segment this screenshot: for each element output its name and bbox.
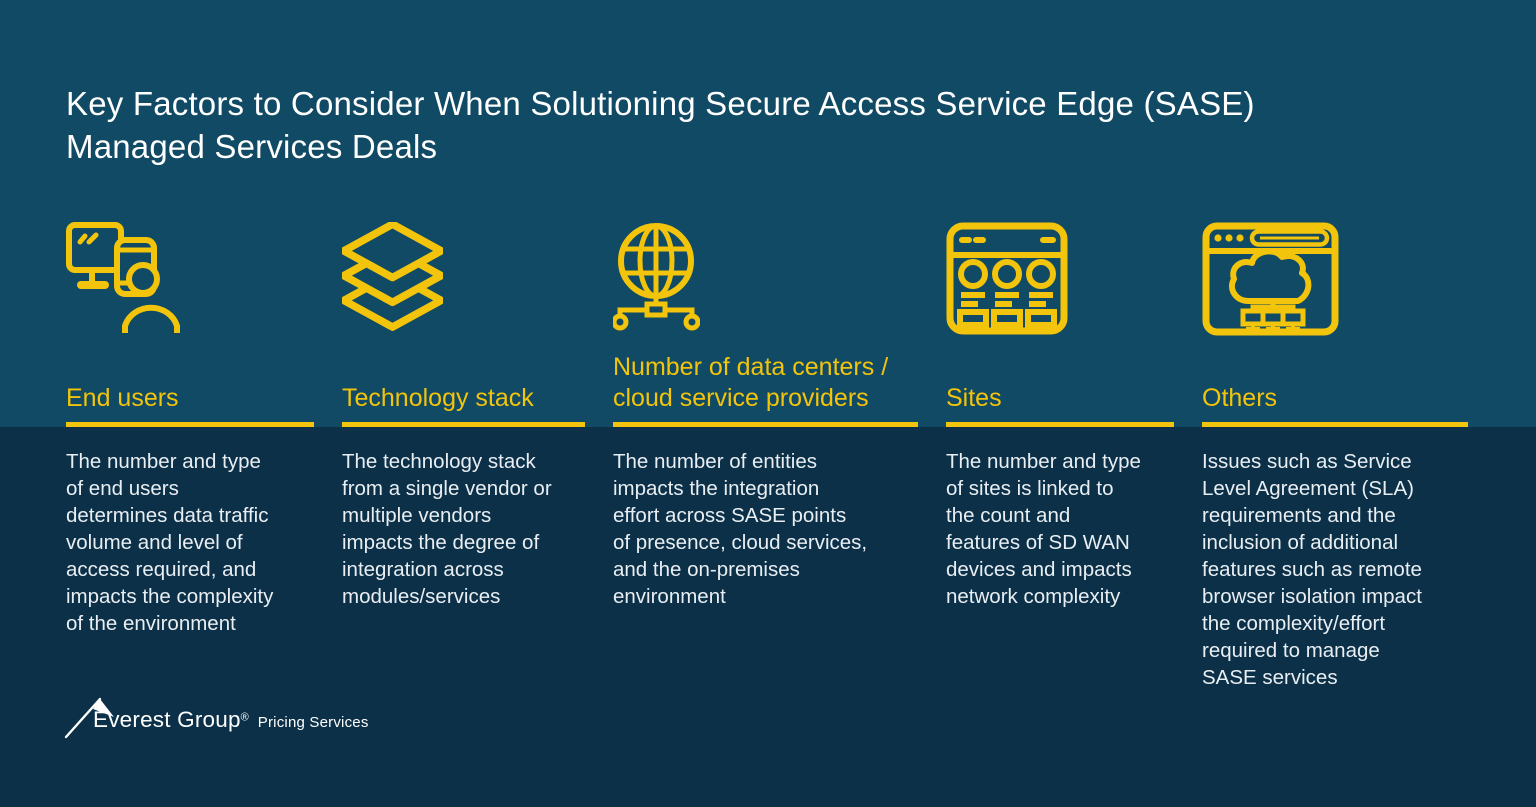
end-users-devices-icon bbox=[66, 218, 314, 336]
factor-heading: Technology stack bbox=[342, 384, 534, 412]
mountain-icon bbox=[64, 697, 114, 739]
brand-name: Everest Group bbox=[93, 707, 241, 732]
heading-underline bbox=[66, 422, 314, 427]
everest-group-logo: Everest Group® Pricing Services bbox=[64, 694, 368, 744]
registered-mark: ® bbox=[240, 711, 249, 724]
cloud-browser-icon bbox=[1202, 218, 1468, 336]
factor-description: Issues such as Service Level Agreement (… bbox=[1202, 450, 1422, 689]
technology-stack-layers-icon bbox=[342, 218, 585, 336]
heading-underline bbox=[946, 422, 1174, 427]
heading-underline bbox=[613, 422, 918, 427]
factor-description: The number of entities impacts the integ… bbox=[613, 450, 868, 608]
factor-heading: Others bbox=[1202, 384, 1278, 412]
factor-heading: End users bbox=[66, 384, 179, 412]
factor-columns: End users The number and type of end use… bbox=[66, 218, 1468, 691]
factor-description: The number and type of sites is linked t… bbox=[946, 450, 1141, 608]
slide-title: Key Factors to Consider When Solutioning… bbox=[66, 85, 1255, 166]
heading-underline bbox=[342, 422, 585, 427]
logo-text: Everest Group® Pricing Services bbox=[93, 707, 369, 733]
factor-heading: Number of data centers / cloud service p… bbox=[613, 353, 889, 412]
factor-description: The number and type of end users determi… bbox=[66, 450, 274, 635]
factor-heading: Sites bbox=[946, 384, 1002, 412]
globe-network-icon bbox=[613, 218, 918, 336]
factor-column-data-centers: Number of data centers / cloud service p… bbox=[613, 218, 918, 691]
factor-column-end-users: End users The number and type of end use… bbox=[66, 218, 314, 691]
factor-column-others: Others Issues such as Service Level Agre… bbox=[1202, 218, 1468, 691]
factor-column-technology-stack: Technology stack The technology stack fr… bbox=[342, 218, 585, 691]
factor-description: The technology stack from a single vendo… bbox=[342, 450, 552, 608]
factor-column-sites: Sites The number and type of sites is li… bbox=[946, 218, 1174, 691]
logo-suffix: Pricing Services bbox=[257, 714, 369, 731]
sites-browser-icon bbox=[946, 218, 1174, 336]
heading-underline bbox=[1202, 422, 1468, 427]
